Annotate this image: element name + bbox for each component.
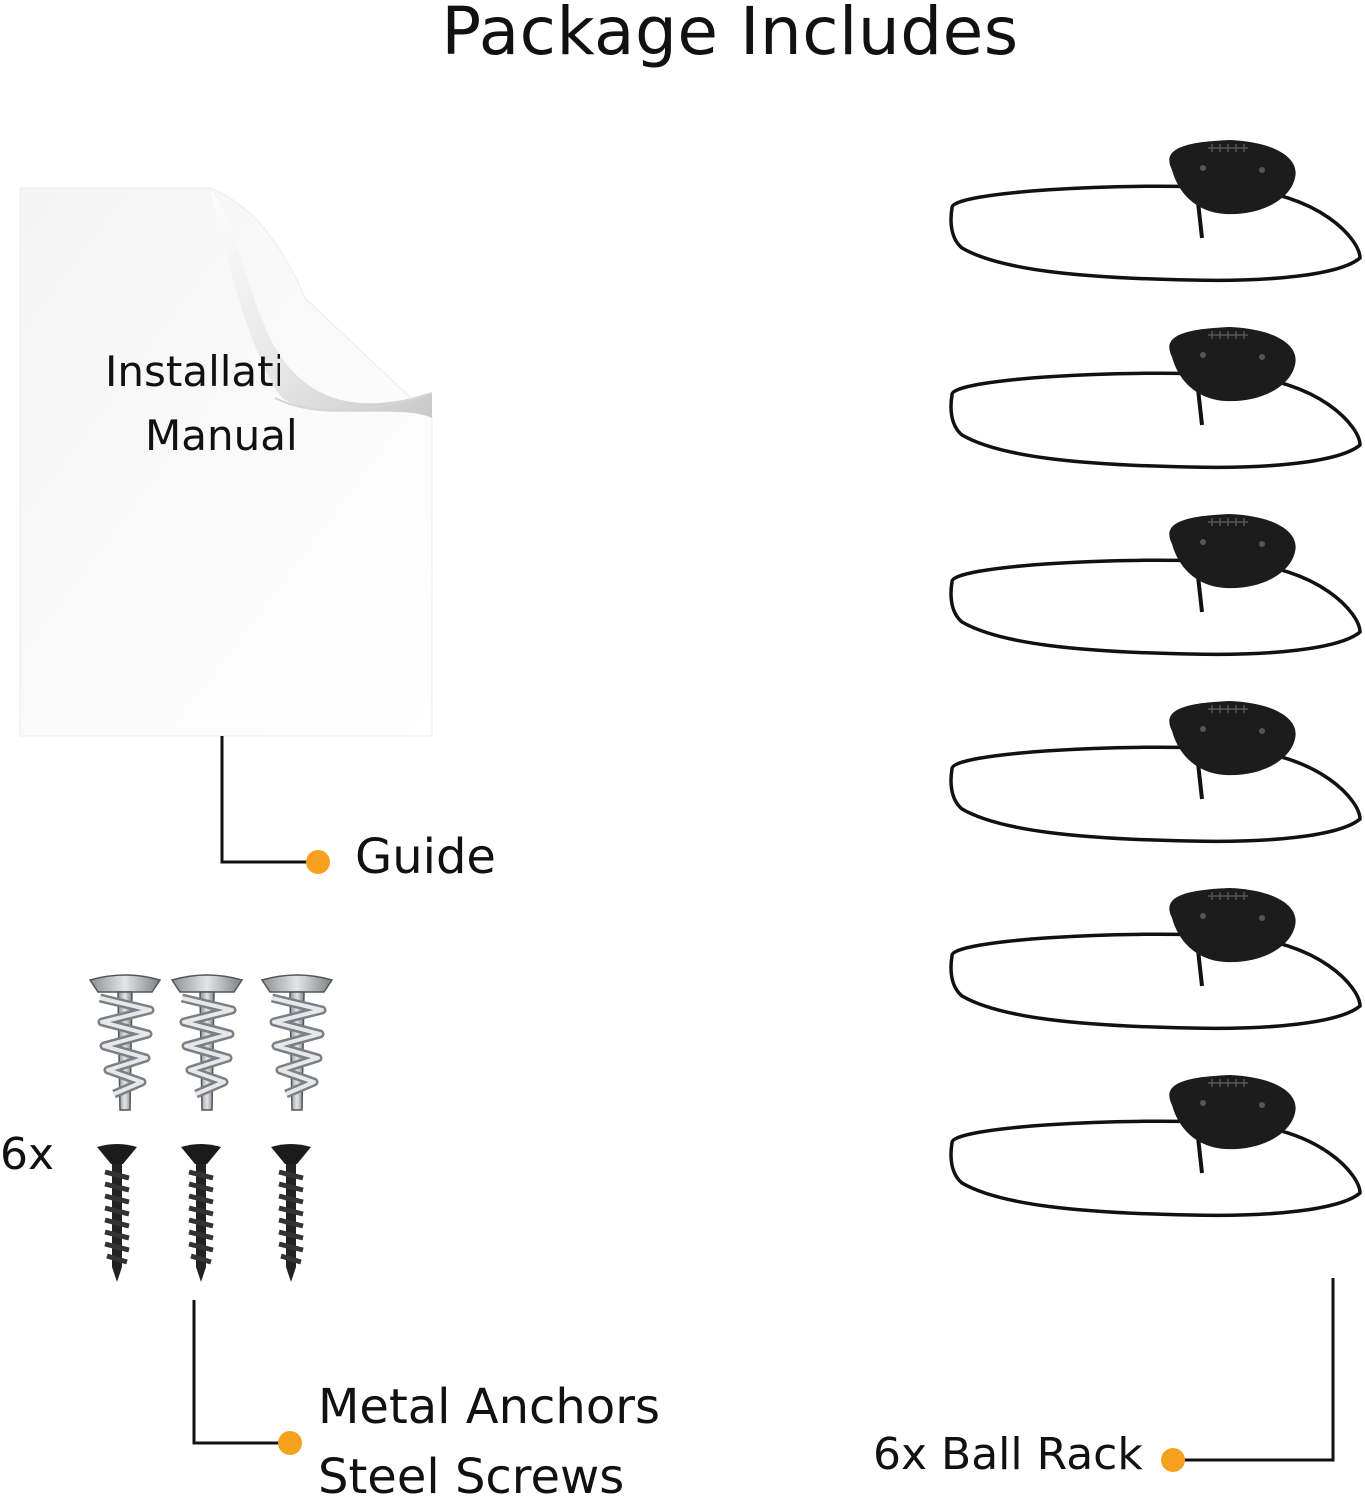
hardware-dot [278, 1431, 302, 1455]
page-title: Package Includes [441, 0, 1019, 70]
ball-rack-5 [949, 888, 1362, 1031]
guide-leader-line [220, 736, 318, 864]
metal-anchors-image [88, 970, 340, 1120]
ball-rack-label: 6x Ball Rack [873, 1429, 1143, 1480]
steel-screws-image [97, 1142, 325, 1287]
installation-manual-image [19, 187, 435, 738]
hardware-label-line1: Metal Anchors [318, 1379, 660, 1435]
manual-title-line1: Installation [105, 348, 280, 396]
ball-rack-6 [949, 1075, 1362, 1218]
hardware-quantity: 6x [0, 1129, 55, 1180]
ball-rack-stack [940, 130, 1365, 1260]
ball-rack-4 [949, 701, 1362, 844]
ball-rack-dot [1161, 1448, 1185, 1472]
guide-dot [306, 850, 330, 874]
ball-rack-1 [949, 140, 1362, 283]
guide-label: Guide [355, 829, 496, 885]
hardware-leader-line [192, 1300, 290, 1445]
ball-rack-leader-line [1174, 1278, 1335, 1462]
manual-title-line2: Manual [145, 411, 298, 460]
ball-rack-3 [949, 514, 1362, 657]
ball-rack-2 [949, 327, 1362, 470]
hardware-label-line2: Steel Screws [318, 1449, 625, 1505]
